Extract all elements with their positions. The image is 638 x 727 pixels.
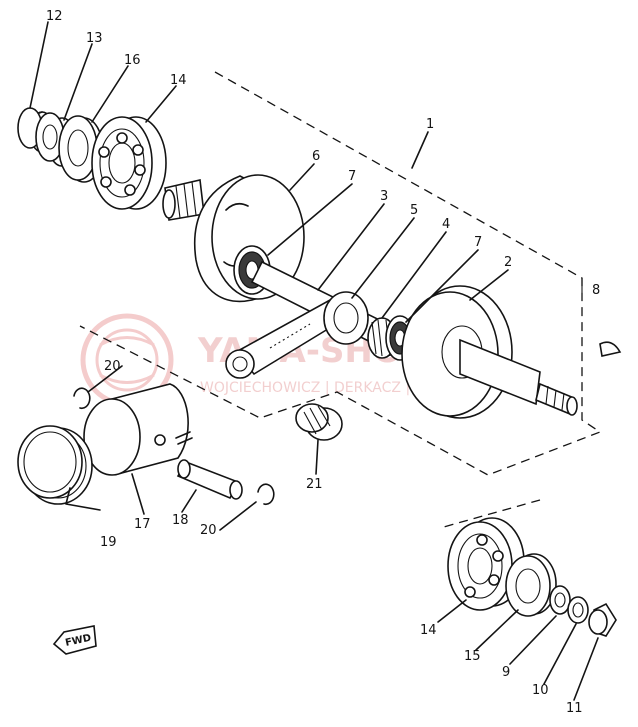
label-part-21: 21 (306, 477, 323, 492)
label-part-12: 12 (46, 9, 63, 24)
label-part-7-left: 7 (348, 169, 356, 184)
label-part-15: 15 (464, 649, 481, 664)
connecting-rod-part-5 (225, 291, 369, 379)
oil-seal-part-15 (505, 553, 557, 617)
label-part-1: 1 (426, 117, 434, 132)
label-part-19: 19 (100, 535, 117, 550)
label-part-16: 16 (124, 53, 141, 68)
label-part-4: 4 (442, 217, 450, 232)
watermark-tagline: WOJCIECHOWICZ | DERKACZ | SMAK (200, 380, 455, 396)
piston-part-17 (83, 383, 193, 476)
label-part-11: 11 (566, 701, 583, 716)
label-part-14-upper: 14 (170, 73, 187, 88)
label-part-20-lower: 20 (200, 523, 217, 538)
label-part-8: 8 (592, 283, 600, 298)
label-part-6: 6 (312, 149, 320, 164)
bearing-part-14-upper (91, 116, 167, 210)
crank-wheel-part-2 (401, 285, 578, 419)
small-end-bearing-part-21 (295, 403, 343, 441)
fwd-label: FWD (64, 633, 92, 649)
label-part-18: 18 (172, 513, 189, 528)
label-part-2: 2 (504, 255, 512, 270)
washer-part-10 (567, 596, 589, 624)
label-part-3: 3 (380, 189, 388, 204)
leader-lines (29, 21, 599, 701)
nut-part-11 (588, 602, 617, 637)
label-part-14-lower: 14 (420, 623, 437, 638)
assembly-boundary (79, 71, 602, 529)
label-part-17: 17 (134, 517, 151, 532)
label-part-13: 13 (86, 31, 103, 46)
collar-part-9 (549, 585, 571, 615)
bearing-part-14-lower (447, 517, 525, 611)
label-part-5: 5 (410, 203, 418, 218)
circlip-part-20-upper (73, 387, 91, 410)
woodruff-key-part-8 (599, 341, 622, 357)
label-part-9: 9 (502, 665, 510, 680)
piston-pin-part-18 (176, 459, 243, 500)
circlip-part-20-lower (257, 483, 275, 506)
fwd-arrow-icon: FWD (52, 625, 97, 655)
part-callouts: 1 2 3 4 5 6 7 7 8 9 10 11 12 13 16 14 14… (46, 9, 600, 716)
label-part-10: 10 (532, 683, 549, 698)
label-part-7-right: 7 (474, 235, 482, 250)
piston-rings-part-19 (17, 425, 93, 505)
label-part-20-upper: 20 (104, 359, 121, 374)
